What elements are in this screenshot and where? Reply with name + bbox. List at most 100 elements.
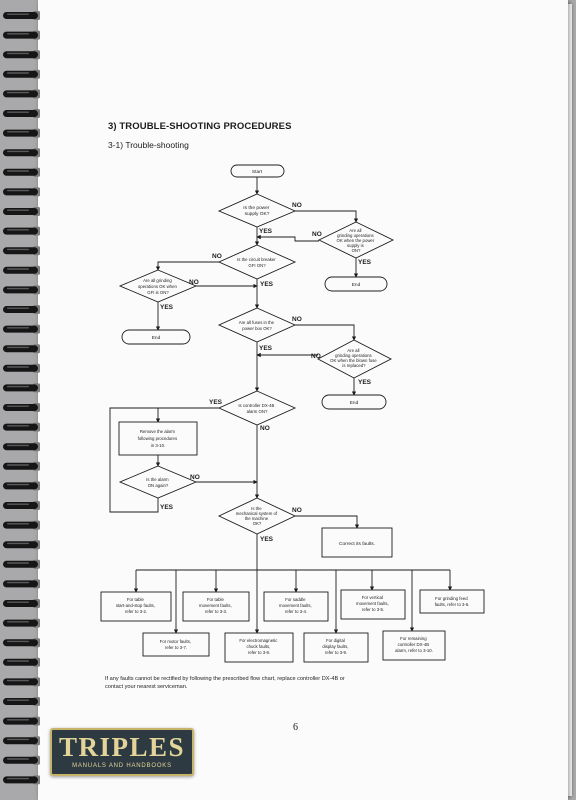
no-label-alarm: NO — [190, 474, 200, 481]
table-movement-text: For table movement faults, refer to 3-3. — [199, 597, 233, 614]
circuit-breaker-text: Is the circuit breaker GFI ON? — [237, 257, 277, 268]
binding-loop-highlight — [7, 91, 29, 94]
box-remaining — [382, 630, 446, 661]
connector-mech-no — [295, 515, 360, 529]
box-table-movement — [182, 591, 250, 622]
binding-loop-highlight — [7, 464, 29, 466]
binding-loop-highlight — [7, 738, 29, 741]
alarm-again-text: Is the alarm ON again? — [146, 477, 170, 488]
binding-loop-highlight — [7, 660, 29, 662]
box-motor — [142, 632, 210, 657]
binding-loop-highlight — [7, 483, 29, 486]
box-grinding-feed — [419, 589, 485, 614]
binding-loop-highlight — [7, 425, 29, 427]
yes-label-power: YES — [259, 228, 273, 235]
end-terminal-power — [324, 276, 388, 292]
end-label-fuse: End — [350, 400, 359, 406]
no-label-power: NO — [292, 202, 302, 209]
binding-loop-highlight — [7, 562, 29, 564]
binding-loop-highlight — [7, 679, 29, 682]
grinding-feed-text: For grinding feed faults, refer to 3-6. — [435, 596, 470, 607]
triples-logo: TRIPLES MANUALS AND HANDBOOKS — [50, 728, 194, 776]
decision-grinding-fuse — [317, 339, 392, 379]
controller-alarm-text: Is controller DX-4B alarm ON? — [238, 403, 275, 414]
binding-loop-highlight — [7, 150, 29, 153]
binding-loop-highlight — [7, 777, 29, 780]
spiral-binding — [3, 11, 40, 785]
end-terminal-gfi — [121, 329, 191, 345]
yes-label-grinding-power: YES — [358, 259, 372, 266]
remove-alarm-text: Remove the alarm following procedures in… — [138, 429, 179, 448]
binding-loop-highlight — [7, 170, 29, 172]
box-display — [303, 632, 369, 663]
display-text: For digital display faults, refer to 3-9… — [322, 638, 349, 655]
decision-alarm-again — [118, 465, 198, 499]
yes-label-alarm: YES — [160, 504, 174, 511]
motor-text: For motor faults, refer to 3-7. — [160, 639, 192, 650]
process-remove-alarm — [118, 421, 198, 456]
binding-loop-highlight — [7, 621, 29, 623]
manual-page — [38, 0, 568, 800]
binding-loop-highlight — [7, 542, 29, 545]
binding-loop-highlight — [7, 111, 29, 113]
yes-label-grinding-fuse: YES — [358, 379, 372, 386]
box-saddle — [263, 591, 329, 622]
connector-ctrl-yes — [155, 407, 220, 423]
connector-power-no — [295, 210, 359, 223]
binding-loop-highlight — [7, 758, 29, 760]
no-label-gfi: NO — [189, 279, 199, 286]
connector-cb-no — [155, 261, 220, 271]
end-label-gfi: End — [152, 335, 161, 341]
end-label-power: End — [352, 282, 361, 288]
binding-loop-highlight — [7, 503, 29, 505]
binding-loop-highlight — [7, 640, 29, 643]
connector-fuses-no — [295, 324, 357, 341]
box-table-start-stop — [100, 591, 172, 622]
binding-loop-highlight — [7, 13, 29, 15]
correct-faults-text: Correct its faults. — [339, 541, 375, 547]
no-label-mechanical: NO — [292, 507, 302, 514]
binding-loop-highlight — [7, 189, 29, 192]
binding-loop-highlight — [7, 523, 29, 525]
yes-label-gfi: YES — [160, 304, 174, 311]
grinding-power-text: Are all grinding operations OK when the … — [337, 228, 376, 253]
grinding-gfi-text: Are all grinding operations OK when GFI … — [138, 278, 178, 295]
fuses-text: Are all fuses in the power box OK? — [239, 320, 276, 331]
decision-fuses — [217, 307, 297, 343]
binding-loop-highlight — [7, 268, 29, 270]
start-label: Start — [252, 169, 263, 175]
decision-power-supply — [217, 193, 297, 228]
decision-controller-alarm — [217, 390, 297, 426]
remaining-text: For remaining controller DX-4B alarm, re… — [395, 636, 433, 653]
yes-label-circuit-breaker: YES — [260, 281, 274, 288]
subsection-title: 3-1) Trouble-shooting — [108, 140, 189, 150]
decision-mechanical — [217, 497, 297, 535]
yes-label-mechanical: YES — [260, 536, 274, 543]
chuck-text: For electromagnetic chuck faults, refer … — [239, 638, 278, 655]
end-terminal-fuse — [321, 394, 387, 410]
footnote-line-2: contact your nearest serviceman. — [105, 684, 188, 690]
box-chuck — [224, 632, 294, 663]
vertical-text: For vertical movement faults, refer to 3… — [356, 595, 390, 612]
decision-grinding-gfi — [118, 269, 198, 303]
binding-loop-highlight — [7, 131, 29, 133]
binding-loop-highlight — [7, 287, 29, 290]
no-label-grinding-power: NO — [312, 231, 322, 238]
connector-gp-no — [256, 234, 319, 242]
start-terminal — [230, 164, 285, 178]
binding-loop-highlight — [7, 346, 29, 349]
decision-circuit-breaker — [217, 244, 297, 280]
logo-wordmark: TRIPLES — [58, 732, 186, 762]
no-label-fuses: NO — [292, 316, 302, 323]
section-title: 3) TROUBLE-SHOOTING PROCEDURES — [108, 121, 292, 132]
binding-loop-highlight — [7, 581, 29, 584]
table-start-stop-text: For table start-and-stop faults, refer t… — [116, 597, 156, 614]
binding-loop-highlight — [7, 33, 29, 35]
binding-loop-highlight — [7, 248, 29, 251]
grinding-fuse-text: Are all grinding operations OK when the … — [330, 348, 378, 368]
binding-loop-highlight — [7, 405, 29, 407]
page-number: 6 — [293, 722, 298, 733]
binding-loop-highlight — [7, 601, 29, 603]
